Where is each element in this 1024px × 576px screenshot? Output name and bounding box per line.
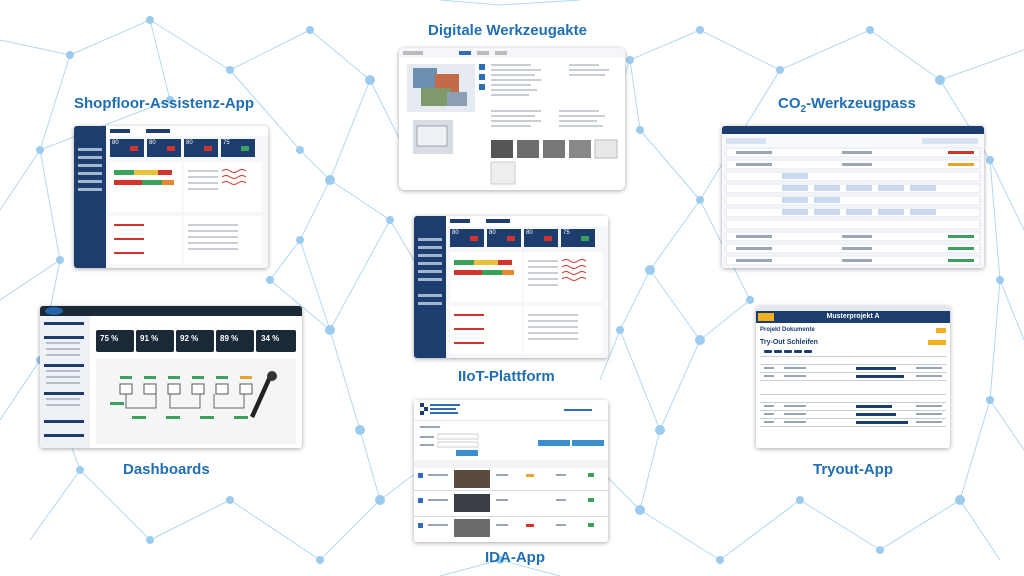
co2-subscript: 2 bbox=[800, 104, 807, 115]
tryout-documents-heading: Projekt Dokumente bbox=[760, 327, 815, 333]
iiot-kpi-2: 80 bbox=[489, 230, 496, 236]
dash-kpi-5: 34 % bbox=[261, 334, 280, 343]
sf-kpi-1: 80 bbox=[112, 140, 119, 146]
co2-main-text: CO bbox=[778, 95, 801, 112]
shopfloor-mockup bbox=[74, 126, 268, 268]
label-tryout-app: Tryout-App bbox=[813, 461, 893, 478]
iiot-kpi-4: 75 bbox=[563, 230, 570, 236]
sf-kpi-4: 75 bbox=[223, 140, 230, 146]
label-iiot-plattform: IIoT-Plattform bbox=[458, 368, 555, 385]
dash-kpi-4: 89 % bbox=[220, 334, 239, 343]
label-digitale-werkzeugakte: Digitale Werkzeugakte bbox=[428, 22, 587, 39]
screenshot-tryout-app: Musterprojekt A Projekt Dokumente Try-Ou… bbox=[756, 306, 950, 448]
iiot-kpi-1: 80 bbox=[452, 230, 459, 236]
sf-kpi-3: 80 bbox=[186, 140, 193, 146]
co2-mockup bbox=[722, 126, 984, 268]
werkzeugakte-mockup bbox=[399, 48, 625, 185]
label-co2-werkzeugpass: CO2-Werkzeugpass bbox=[778, 95, 916, 115]
screenshot-co2-werkzeugpass bbox=[722, 126, 984, 268]
screenshot-shopfloor-assistenz-app: 80 80 80 75 bbox=[74, 126, 268, 268]
screenshot-dashboards: 75 % 91 % 92 % 89 % 34 % bbox=[40, 306, 302, 448]
tryout-project-title: Musterprojekt A bbox=[826, 313, 880, 320]
label-ida-app: IDA-App bbox=[485, 549, 545, 566]
co2-rest-text: -Werkzeugpass bbox=[806, 95, 916, 112]
dash-kpi-1: 75 % bbox=[100, 334, 119, 343]
screenshot-digitale-werkzeugakte bbox=[399, 48, 625, 190]
screenshot-iiot-plattform: 80 80 80 75 bbox=[414, 216, 608, 358]
sf-kpi-2: 80 bbox=[149, 140, 156, 146]
tryout-loops-heading: Try-Out Schleifen bbox=[760, 339, 818, 346]
label-dashboards: Dashboards bbox=[123, 461, 210, 478]
dash-kpi-3: 92 % bbox=[180, 334, 199, 343]
label-shopfloor-assistenz-app: Shopfloor-Assistenz-App bbox=[74, 95, 254, 112]
dash-kpi-2: 91 % bbox=[140, 334, 159, 343]
screenshot-ida-app bbox=[414, 400, 608, 542]
iiot-mockup bbox=[414, 216, 608, 358]
iiot-kpi-3: 80 bbox=[526, 230, 533, 236]
ida-mockup bbox=[414, 400, 608, 542]
dashboards-mockup bbox=[40, 306, 302, 448]
tryout-mockup bbox=[756, 306, 950, 448]
